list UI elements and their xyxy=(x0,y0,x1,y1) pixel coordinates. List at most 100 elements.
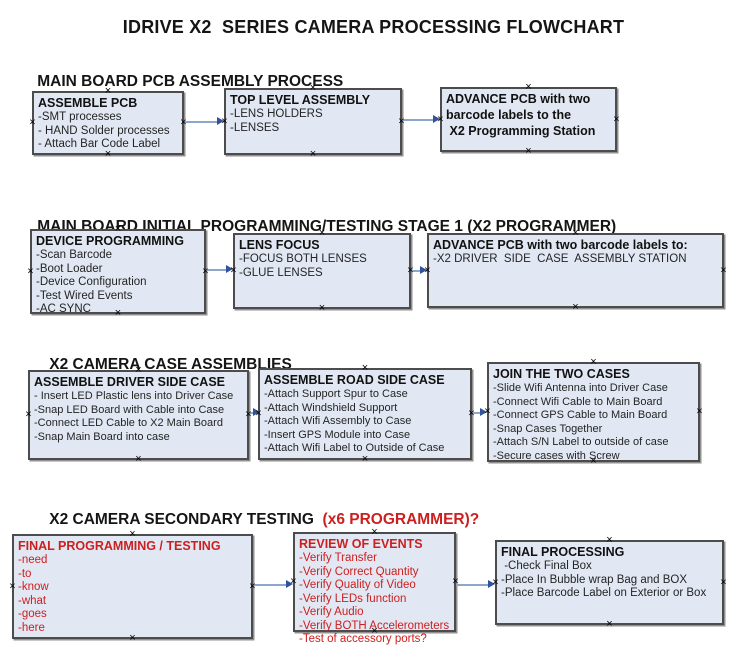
flow-box-device-programming: DEVICE PROGRAMMING -Scan Barcode -Boot L… xyxy=(27,224,208,319)
connection-point-marker: × xyxy=(135,453,142,465)
box-item: -Verify Correct Quantity xyxy=(299,565,419,578)
connection-point-marker: × xyxy=(613,113,620,125)
connection-point-marker: × xyxy=(606,618,613,630)
connection-point-marker: × xyxy=(29,116,36,129)
connection-point-marker: × xyxy=(25,408,32,421)
connection-point-marker: × xyxy=(696,405,703,418)
connector-arrow xyxy=(184,117,224,126)
section-heading-text: X2 CAMERA SECONDARY TESTING xyxy=(49,511,323,528)
connector-arrow xyxy=(456,580,495,589)
box-title: LENS FOCUS xyxy=(239,238,320,252)
box-item: -Verify Quality of Video xyxy=(299,579,416,591)
box-item: -Attach Support Spur to Case xyxy=(264,388,408,400)
box-item: - Attach Bar Code Label xyxy=(38,138,161,150)
box-item: -LENSES xyxy=(230,121,280,134)
box-title: ADVANCE PCB with two barcode labels to: xyxy=(433,238,688,252)
box-title: ASSEMBLE PCB xyxy=(38,96,138,110)
connector-arrow xyxy=(253,580,293,589)
page-title: IDRIVE X2 SERIES CAMERA PROCESSING FLOWC… xyxy=(122,17,625,37)
flow-box-assemble-road-side-case: ASSEMBLE ROAD SIDE CASE -Attach Support … xyxy=(255,363,474,465)
box-item: -Test Wired Events xyxy=(36,289,133,302)
section-heading-secondary-testing: X2 CAMERA SECONDARY TESTING (x6 PROGRAMM… xyxy=(32,493,479,547)
box-item: -Snap Main Board into case xyxy=(34,430,170,443)
flow-box-join-the-two-cases: JOIN THE TWO CASES -Slide Wifi Antenna i… xyxy=(484,357,702,467)
box-item: -Insert GPS Module into Case xyxy=(264,428,411,441)
box-item: -to xyxy=(18,567,32,580)
section-heading-text: MAIN BOARD PCB ASSEMBLY PROCESS xyxy=(37,73,344,90)
connector-arrow xyxy=(402,115,440,124)
box-item: -Attach S/N Label to outside of case xyxy=(493,436,669,448)
section-heading-pcb-assembly: MAIN BOARD PCB ASSEMBLY PROCESS xyxy=(20,55,343,109)
arrowhead-icon xyxy=(286,580,293,588)
connection-point-marker: × xyxy=(318,302,326,314)
arrowhead-icon xyxy=(480,408,487,416)
box-item: -Place Barcode Label on Exterior or Box xyxy=(501,587,707,599)
box-item: -Snap LED Board with Cable into Case xyxy=(34,403,225,416)
connector-line xyxy=(249,411,255,414)
connector-line xyxy=(411,269,422,272)
box-item: -Slide Wifi Antenna into Driver Case xyxy=(493,382,668,394)
flow-box-review-of-events: REVIEW OF EVENTS -Verify Transfer -Verif… xyxy=(290,527,458,646)
box-item: -Secure cases with Screw xyxy=(493,449,620,462)
box-item: -Test of accessory ports? xyxy=(299,633,427,645)
box-item: -LENS HOLDERS xyxy=(230,108,323,120)
box-item: -GLUE LENSES xyxy=(239,266,323,279)
box-item: -SMT processes xyxy=(38,111,122,123)
box-item: -Connect Wifi Cable to Main Board xyxy=(493,395,663,408)
connection-point-marker: × xyxy=(9,580,16,592)
box-item: -Connect GPS Cable to Main Board xyxy=(493,409,668,421)
flow-box-assemble-pcb: ASSEMBLE PCB -SMT processes - HAND Solde… xyxy=(29,86,186,160)
box-title: ASSEMBLE DRIVER SIDE CASE xyxy=(34,375,226,389)
connector-line xyxy=(402,118,435,121)
box-item: -what xyxy=(18,594,47,607)
flow-box-top-level-assembly: TOP LEVEL ASSEMBLY -LENS HOLDERS -LENSES… xyxy=(221,83,404,160)
connection-point-marker: × xyxy=(361,453,369,465)
connector-arrow xyxy=(472,408,487,417)
box-title: REVIEW OF EVENTS xyxy=(299,537,423,551)
box-item: -Scan Barcode xyxy=(36,249,113,261)
box-item: -X2 DRIVER SIDE CASE ASSEMBLY STATION xyxy=(433,253,687,265)
box-item: -Verify Transfer xyxy=(299,552,377,564)
box-item: -Attach Wifi Assembly to Case xyxy=(264,415,412,427)
connection-point-marker: × xyxy=(27,265,34,277)
box-item: -know xyxy=(18,581,49,593)
flow-box-advance-pcb-driver-side: ADVANCE PCB with two barcode labels to: … xyxy=(424,228,726,313)
box-item: -here xyxy=(18,621,45,634)
flow-box-final-processing: FINAL PROCESSING -Check Final Box -Place… xyxy=(492,535,726,630)
box-item: - Insert LED Plastic lens into Driver Ca… xyxy=(34,390,234,402)
arrowhead-icon xyxy=(433,115,440,123)
flow-box-final-programming-testing: FINAL PROGRAMMING / TESTING -need -to -k… xyxy=(9,529,255,644)
connection-point-marker: × xyxy=(720,576,727,588)
connector-line xyxy=(184,120,219,123)
flow-box-lens-focus: LENS FOCUS -FOCUS BOTH LENSES -GLUE LENS… xyxy=(230,228,413,314)
box-title: JOIN THE TWO CASES xyxy=(493,367,630,381)
box-title: FINAL PROCESSING xyxy=(501,545,625,559)
box-item: -Boot Loader xyxy=(36,262,103,275)
connector-arrow xyxy=(206,265,233,274)
box-item: -FOCUS BOTH LENSES xyxy=(239,253,367,265)
connector-line xyxy=(456,583,490,586)
box-item: -Attach Wifi Label to Outside of Case xyxy=(264,442,445,454)
arrowhead-icon xyxy=(420,266,427,274)
box-item: -Verify Audio xyxy=(299,606,364,618)
connection-point-marker: × xyxy=(309,148,317,160)
box-item: -Verify LEDs function xyxy=(299,592,407,605)
connector-line xyxy=(253,583,288,586)
connector-arrow xyxy=(249,408,260,417)
box-item: -Snap Cases Together xyxy=(493,422,603,435)
arrowhead-icon xyxy=(253,408,260,416)
box-item: -goes xyxy=(18,608,47,620)
connection-point-marker: × xyxy=(720,264,727,276)
arrowhead-icon xyxy=(217,117,224,125)
arrowhead-icon xyxy=(488,580,495,588)
box-title: FINAL PROGRAMMING / TESTING xyxy=(18,539,221,553)
connector-line xyxy=(472,411,482,414)
box-item: -Place In Bubble wrap Bag and BOX xyxy=(501,573,688,586)
flow-box-assemble-driver-side-case: ASSEMBLE DRIVER SIDE CASE - Insert LED P… xyxy=(25,365,251,465)
box-item: -need xyxy=(18,554,48,566)
box-item: -AC SYNC xyxy=(36,303,91,315)
connection-point-marker: × xyxy=(525,145,532,157)
box-title: TOP LEVEL ASSEMBLY xyxy=(230,93,371,107)
box-title: ASSEMBLE ROAD SIDE CASE xyxy=(264,373,445,387)
